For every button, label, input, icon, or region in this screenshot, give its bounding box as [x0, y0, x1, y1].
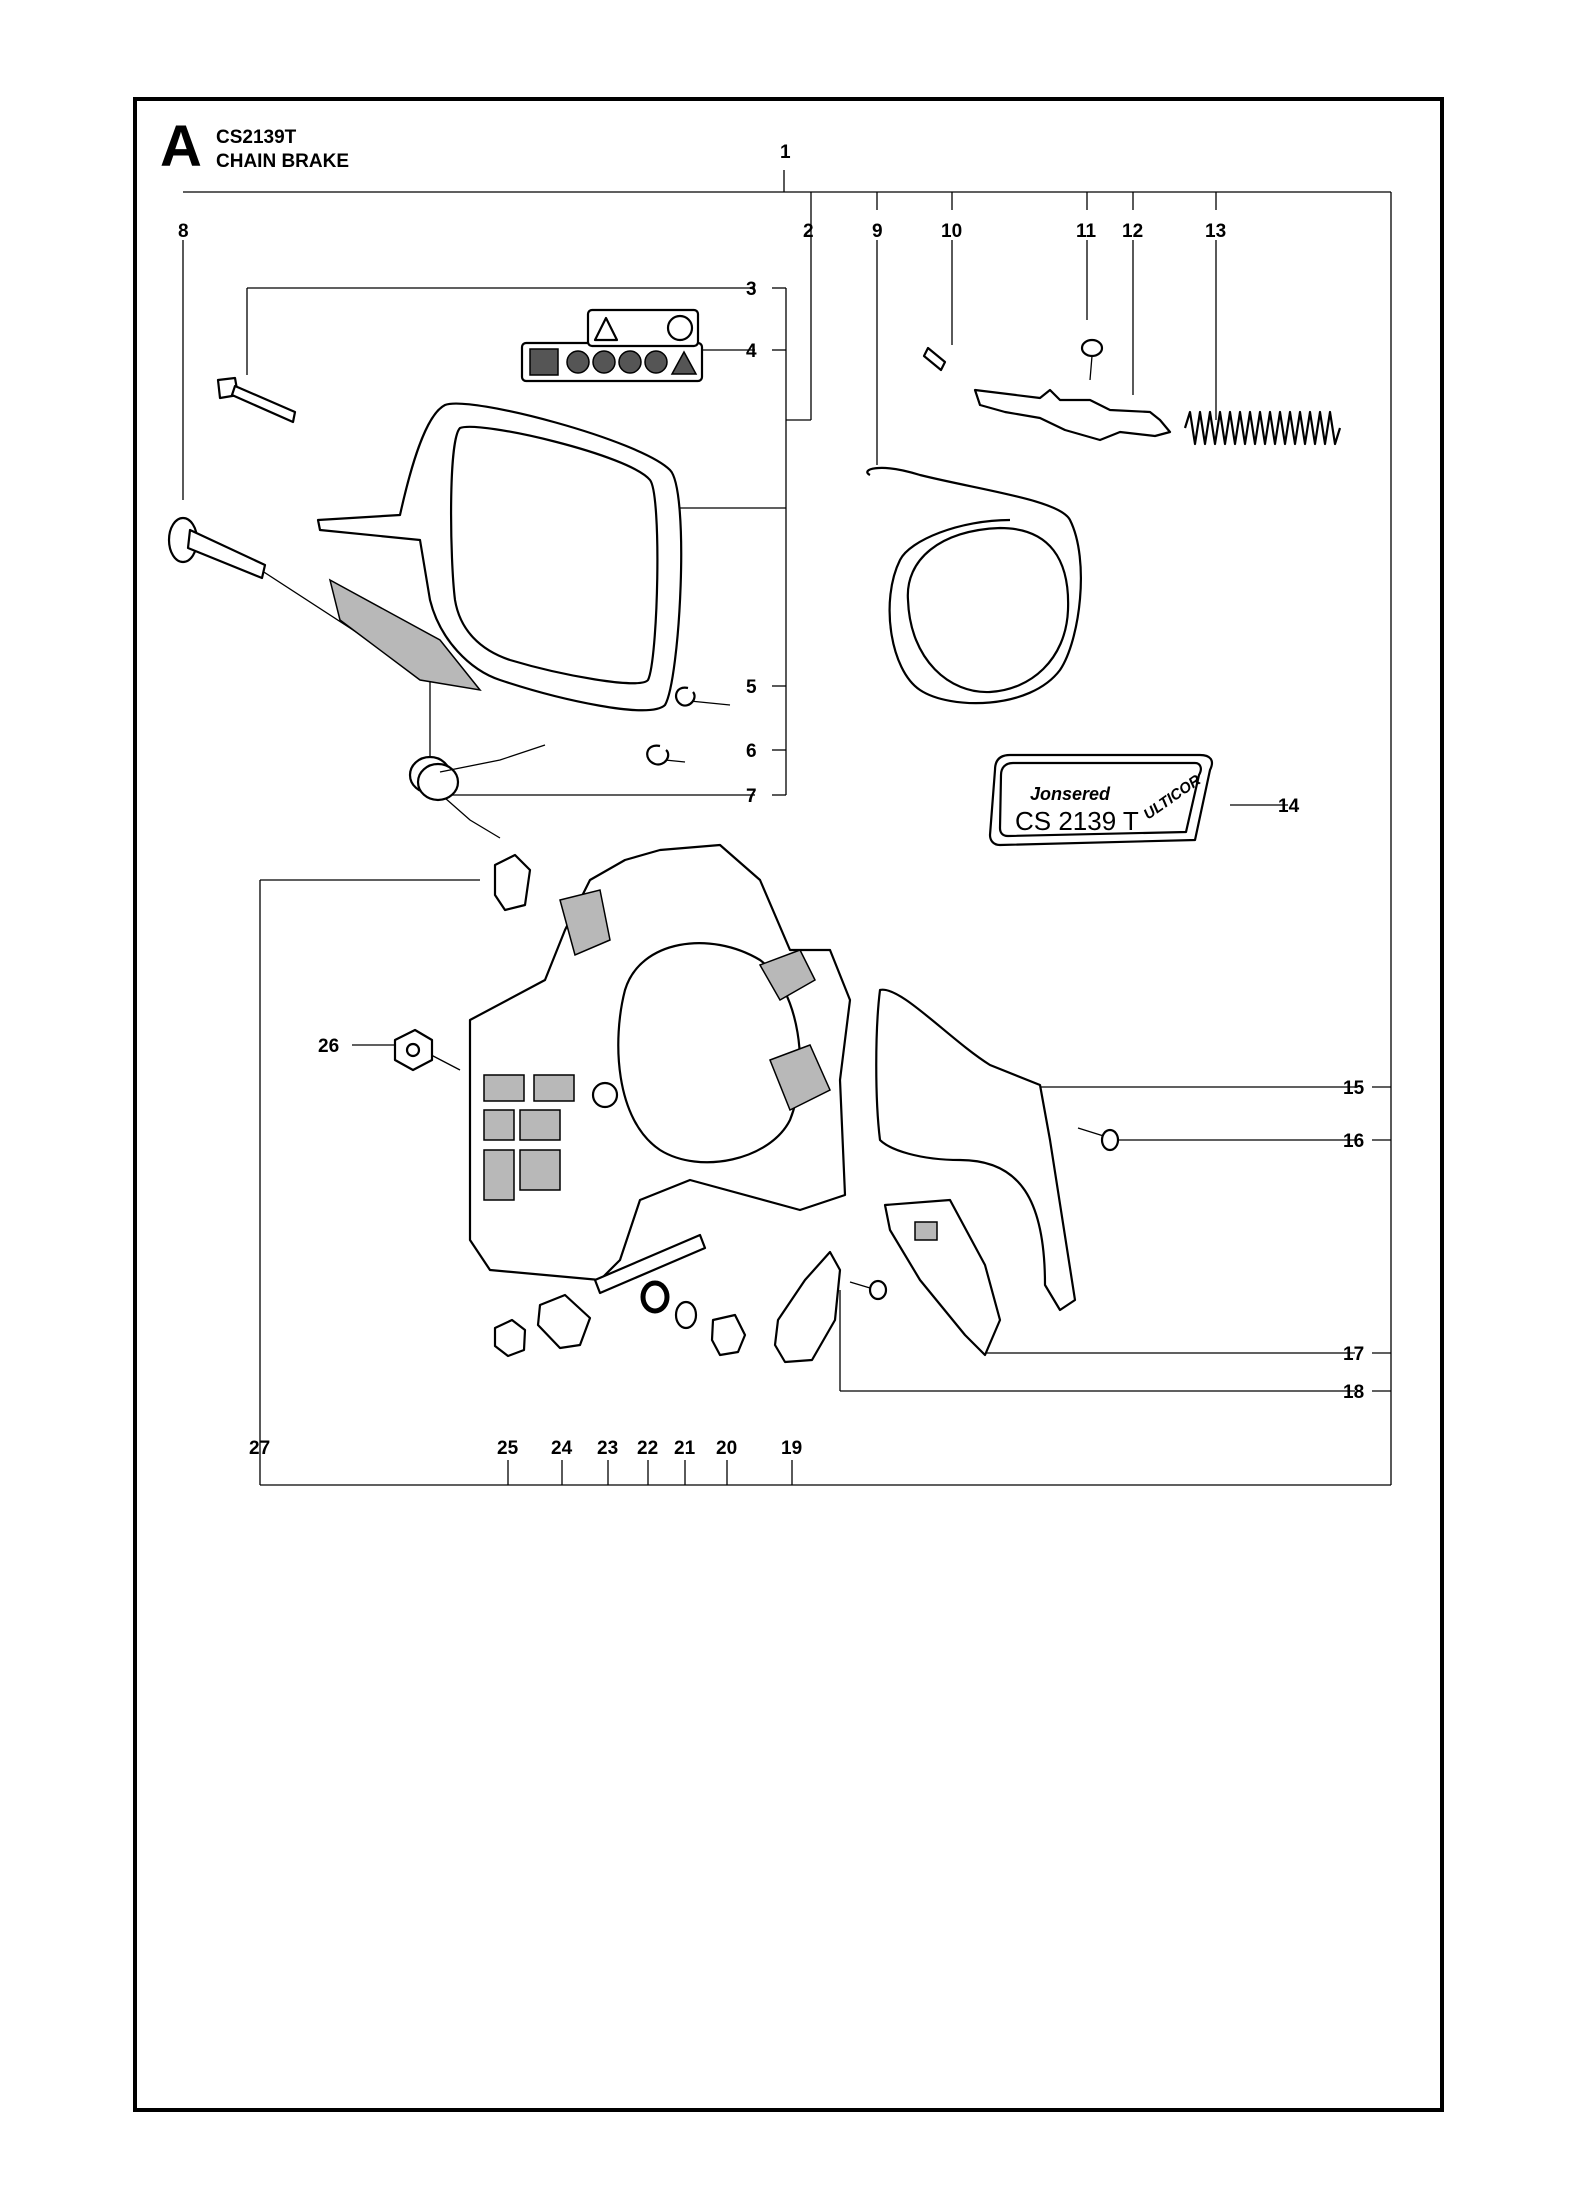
- callout-17: 17: [1343, 1344, 1364, 1365]
- callout-24: 24: [551, 1438, 573, 1459]
- section-letter: A: [160, 114, 202, 179]
- part-15-chain-guard: [875, 988, 1077, 1312]
- part-clutch-cover: [468, 843, 852, 1282]
- callout-25: 25: [497, 1438, 519, 1459]
- part-18-screw: [849, 1279, 888, 1301]
- part-4-warning-label: [520, 308, 704, 383]
- part-21-washer: [674, 1300, 698, 1330]
- assembly-lines: [182, 170, 1392, 1486]
- part-25-nut: [493, 1318, 527, 1358]
- callout-1: 1: [780, 142, 791, 163]
- callout-9: 9: [872, 221, 883, 242]
- callout-16: 16: [1343, 1131, 1364, 1152]
- callout-12: 12: [1122, 221, 1143, 242]
- callout-20: 20: [716, 1438, 737, 1459]
- callout-7: 7: [746, 786, 757, 807]
- callout-26: 26: [318, 1036, 339, 1057]
- part-5-circlip: [674, 686, 696, 707]
- part-8-pivot-pin: [167, 516, 267, 580]
- part-19-tensioner-block: [773, 1250, 842, 1364]
- part-27-clip: [493, 853, 532, 912]
- callout-2: 2: [803, 221, 814, 242]
- decal-model-text: CS 2139 T: [1015, 806, 1139, 836]
- callout-22: 22: [637, 1438, 658, 1459]
- part-13-spring: [1183, 410, 1342, 446]
- part-14-model-decal: Jonsered CS 2139 T ULTICOR: [988, 753, 1214, 847]
- callout-6: 6: [746, 741, 757, 762]
- callout-4: 4: [746, 341, 757, 362]
- part-23-tension-screw: [593, 1233, 707, 1295]
- callout-15: 15: [1343, 1078, 1365, 1099]
- part-20-adjuster: [710, 1313, 747, 1357]
- part-9-brake-band: [866, 466, 1083, 705]
- callout-8: 8: [178, 221, 189, 242]
- callout-27: 27: [249, 1438, 270, 1459]
- page-frame: [133, 97, 1444, 2112]
- callout-labels: 1 2 3 4 5 6 7 8 9 10 11 12 13 14 15 16 1…: [178, 142, 1365, 1459]
- part-11-screw: [1080, 338, 1104, 381]
- callout-10: 10: [941, 221, 962, 242]
- callout-13: 13: [1205, 221, 1226, 242]
- part-2-hand-guard: [316, 402, 683, 712]
- part-17-plate: [883, 1198, 1002, 1357]
- part-10-pin: [922, 346, 947, 372]
- decal-brand-text: Jonsered: [1030, 784, 1111, 804]
- callout-11: 11: [1076, 221, 1097, 242]
- callout-5: 5: [746, 677, 757, 698]
- part-12-brake-lever: [973, 388, 1172, 442]
- part-7-spring: [408, 744, 546, 839]
- callout-14: 14: [1278, 796, 1300, 817]
- part-24-bar-nut: [536, 1293, 592, 1350]
- callout-18: 18: [1343, 1382, 1364, 1403]
- model-code: CS2139T: [216, 127, 297, 148]
- part-6-circlip: [646, 744, 670, 766]
- callout-3: 3: [746, 279, 757, 300]
- callout-23: 23: [597, 1438, 618, 1459]
- section-title: CHAIN BRAKE: [216, 151, 349, 172]
- part-16-screw: [1077, 1127, 1120, 1152]
- callout-21: 21: [674, 1438, 696, 1459]
- part-22-o-ring: [640, 1280, 670, 1314]
- part-26-nut: [393, 1028, 434, 1072]
- part-3-pin: [216, 376, 297, 424]
- callout-19: 19: [781, 1438, 802, 1459]
